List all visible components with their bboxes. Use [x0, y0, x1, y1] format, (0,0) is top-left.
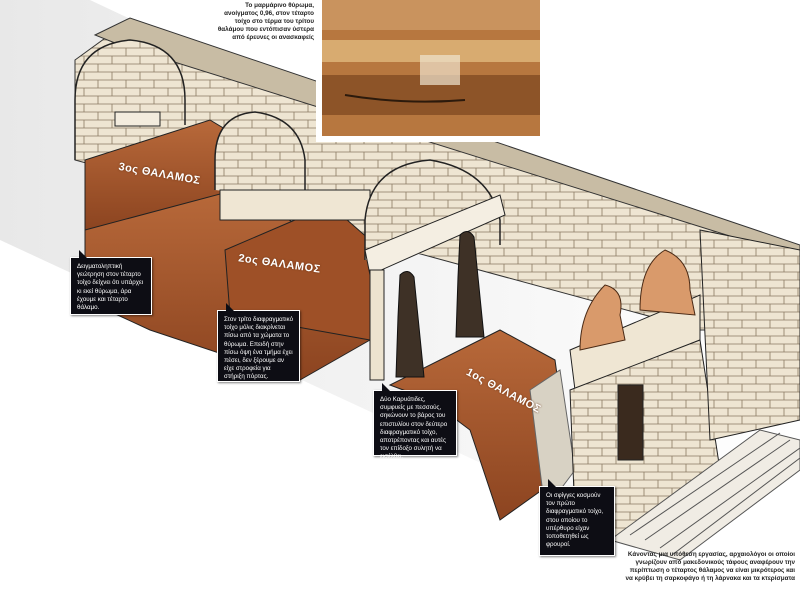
- callout-third-wall: Στον τρίτο διαφραγματικό τοίχο μόλις δια…: [217, 303, 300, 382]
- caryatid-statues: [395, 231, 485, 378]
- callout-fourth-wall: Δειγματοληπτική γεώτρηση στον τέταρτο το…: [70, 250, 152, 315]
- marble-doorway: [114, 111, 161, 127]
- first-doorway: [617, 384, 644, 461]
- pillar: [369, 269, 385, 381]
- caryatid-entablature: [364, 194, 506, 276]
- entrance-stairs: [608, 429, 800, 561]
- arch-second-wall: [214, 111, 306, 200]
- arch-third-wall: [74, 39, 186, 160]
- lintel-second: [219, 189, 371, 221]
- outer-wall: [699, 229, 800, 441]
- bottom-caption: Κάνοντας μια υπόθεση εργασίας, αρχαιολόγ…: [625, 551, 795, 582]
- callout-caryatids: Δύο Καρυάτιδες, συμφυείς με πεσσούς, σηκ…: [373, 383, 457, 460]
- sphinx-statues: [579, 249, 696, 351]
- doorway-photo-inset: [316, 0, 546, 142]
- photo-caption: Το μαρμάρινο θύρωμα, ανοίγματος 0,96, στ…: [217, 2, 314, 41]
- callout-sphinxes: Οι σφίγγες κοσμούν τον πρώτο διαφραγματι…: [539, 479, 615, 556]
